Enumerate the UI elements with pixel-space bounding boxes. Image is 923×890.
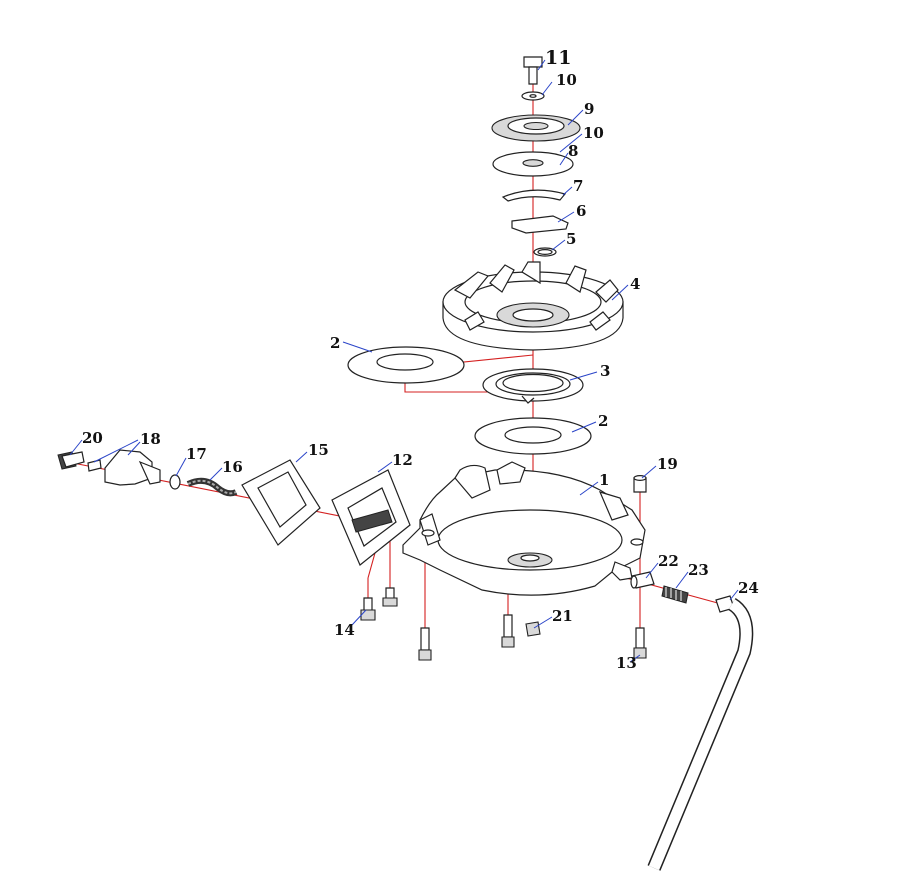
part-washer-2-lower (474, 417, 592, 455)
part-pulley-4 (442, 261, 624, 351)
part-pawl-6 (511, 215, 569, 234)
callout-8: 8 (568, 142, 578, 160)
part-spring-5 (533, 247, 557, 257)
part-rope-16 (186, 477, 238, 497)
callout-10: 10 (583, 124, 604, 142)
callout-22: 22 (658, 552, 679, 570)
part-plate-9 (491, 114, 581, 142)
part-washer-10 (521, 91, 545, 101)
callout-9: 9 (584, 100, 594, 118)
part-housing-1 (402, 461, 646, 596)
callout-11: 11 (545, 47, 571, 69)
callout-17: 17 (186, 445, 207, 463)
part-ring-17 (169, 474, 181, 490)
part-bushing-22 (630, 571, 655, 589)
callout-2: 2 (598, 412, 608, 430)
part-pin-19 (633, 475, 647, 493)
callout-7: 7 (573, 177, 583, 195)
callout-10: 10 (556, 71, 577, 89)
callout-24: 24 (738, 579, 759, 597)
callout-16: 16 (222, 458, 243, 476)
callout-13: 13 (616, 654, 637, 672)
callout-labels: 11 10 9 10 8 7 6 5 4 2 3 2 20 18 17 16 1… (82, 47, 759, 672)
part-spring-3 (482, 368, 584, 404)
callout-18: 18 (140, 430, 161, 448)
callout-20: 20 (82, 429, 103, 447)
part-handle-18 (87, 449, 161, 486)
part-frame-15 (241, 459, 321, 546)
callout-2: 2 (330, 334, 340, 352)
part-bolt-11 (523, 56, 543, 85)
callout-4: 4 (630, 275, 640, 293)
part-cable-24 (647, 595, 754, 871)
leader-lines (69, 59, 739, 663)
callout-23: 23 (688, 561, 709, 579)
part-bolts (360, 587, 647, 661)
part-washer-2-upper (347, 346, 465, 384)
callout-1: 1 (599, 471, 609, 489)
part-spring-23 (661, 585, 689, 604)
callout-15: 15 (308, 441, 329, 459)
callout-12: 12 (392, 451, 413, 469)
part-cap-20 (57, 451, 85, 470)
callout-3: 3 (600, 362, 610, 380)
part-disc-8 (492, 151, 574, 177)
part-clip-7 (501, 189, 567, 202)
callout-14: 14 (334, 621, 355, 639)
callout-6: 6 (576, 202, 586, 220)
callout-5: 5 (566, 230, 576, 248)
part-guide-12 (331, 469, 411, 566)
callout-21: 21 (552, 607, 573, 625)
callout-19: 19 (657, 455, 678, 473)
